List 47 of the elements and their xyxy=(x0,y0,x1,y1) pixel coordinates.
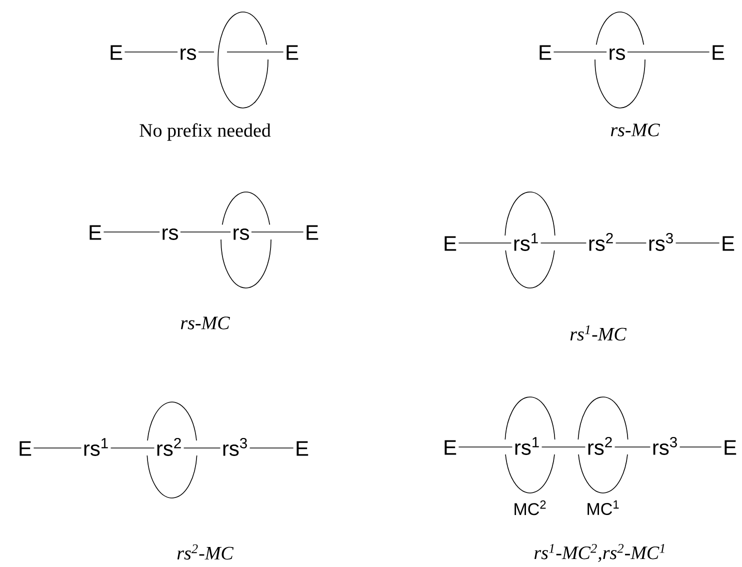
ring xyxy=(504,396,556,494)
chain-label: E xyxy=(444,236,456,251)
ring-label: MC$^{2}$ xyxy=(514,500,546,516)
chain-label: rs$^{2}$ xyxy=(588,436,612,455)
chain-label: rs xyxy=(610,48,625,60)
connector-line xyxy=(540,242,587,244)
chain-label: E xyxy=(306,225,318,240)
chain-label: E xyxy=(444,440,456,455)
caption: rs$^{1}$-MC$^{2}$,rs$^{2}$-MC$^{1}$ xyxy=(534,544,664,562)
ring xyxy=(504,192,556,288)
chain-label: rs$^{2}$ xyxy=(157,438,181,456)
connector-line xyxy=(614,446,651,448)
chain-label: E xyxy=(90,225,102,240)
chain-label: rs$^{2}$ xyxy=(589,232,613,251)
connector-line xyxy=(458,242,512,244)
connector-line xyxy=(675,242,720,244)
chain-label: rs$^{1}$ xyxy=(514,233,538,251)
connector-line xyxy=(679,446,722,448)
ring xyxy=(220,192,272,288)
connector-line xyxy=(615,242,647,244)
chain-label: rs xyxy=(180,48,196,60)
chain-label: rs$^{3}$ xyxy=(653,436,677,455)
chain-label: rs$^{3}$ xyxy=(223,438,247,456)
chain-label: E xyxy=(722,236,734,251)
caption: rs-MC xyxy=(180,316,230,330)
chain-label: E xyxy=(724,440,736,455)
chain-label: E xyxy=(712,45,724,60)
chain-label: rs$^{1}$ xyxy=(84,438,108,456)
ring xyxy=(146,402,198,498)
caption: rs$^{2}$-MC xyxy=(177,544,234,560)
ring xyxy=(594,12,646,108)
caption: rs-MC xyxy=(610,124,660,136)
chain-label: E xyxy=(540,45,552,60)
ring xyxy=(578,396,628,494)
chain-label: rs xyxy=(162,228,178,240)
chain-label: E xyxy=(286,45,298,60)
chain-label: rs xyxy=(234,228,249,240)
chain-label: E xyxy=(296,441,308,456)
connector-line xyxy=(541,446,586,448)
ring-label: MC$^{1}$ xyxy=(588,500,619,516)
connector-line xyxy=(458,446,513,448)
caption: rs$^{1}$-MC xyxy=(570,325,627,341)
chain-label: rs$^{3}$ xyxy=(649,232,673,251)
chain-label: rs$^{1}$ xyxy=(515,437,539,455)
ring xyxy=(218,12,268,108)
chain-label: E xyxy=(20,441,32,456)
chain-label: E xyxy=(110,45,122,60)
